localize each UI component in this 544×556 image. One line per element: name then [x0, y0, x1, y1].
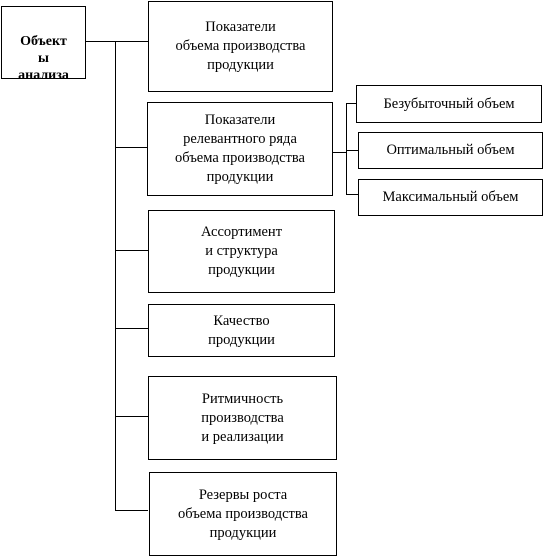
connector-cat-4	[115, 416, 148, 417]
connector-cat-5	[115, 510, 148, 511]
category-5-line-1: объема производства	[178, 505, 308, 522]
root-line-1: ы	[38, 51, 49, 66]
category-2-line-1: и структура	[205, 243, 278, 259]
category-3-line-1: продукции	[208, 331, 275, 348]
category-node-4: Ритмичность производства и реализации	[148, 376, 337, 460]
root-line-2: анализа	[18, 68, 69, 83]
root-node: Объект ы анализа	[1, 6, 86, 83]
category-4-line-1: производства	[201, 409, 284, 426]
volume-1-label: Оптимальный объем	[386, 142, 515, 158]
category-4-line-0: Ритмичность	[201, 390, 284, 407]
connector-cat-1	[115, 147, 148, 148]
connector-vol-2	[346, 194, 358, 195]
category-1-line-0: Показатели	[204, 112, 276, 128]
connector-root	[86, 41, 148, 42]
category-0-line-2: продукции	[207, 57, 274, 73]
category-node-1: Показатели релевантного ряда объема прои…	[147, 102, 333, 196]
category-node-0: Показатели объема производства продукции	[148, 1, 333, 92]
connector-vol-0	[346, 103, 356, 104]
volume-0-label: Безубыточный объем	[383, 95, 515, 112]
connector-relevant	[332, 152, 346, 153]
subtrunk-line	[346, 103, 347, 194]
connector-cat-3	[115, 328, 148, 329]
category-0-line-0: Показатели	[205, 19, 276, 35]
category-1-line-3: продукции	[206, 169, 274, 185]
category-5-line-0: Резервы роста	[198, 486, 288, 503]
connector-vol-1	[346, 150, 358, 151]
category-1-line-1: релевантного ряда	[183, 131, 297, 147]
volume-node-1: Оптимальный объем	[358, 132, 543, 169]
connector-cat-2	[115, 250, 148, 251]
category-0-line-1: объема производства	[175, 38, 306, 54]
category-4-line-2: и реализации	[201, 428, 284, 445]
category-3-line-0: Качество	[213, 312, 270, 329]
trunk-line	[115, 41, 116, 511]
category-node-2: Ассортимент и структура продукции	[148, 210, 335, 293]
category-node-5: Резервы роста объема производства продук…	[149, 472, 337, 556]
root-line-0: Объект	[20, 34, 67, 49]
category-2-line-2: продукции	[208, 262, 275, 278]
category-1-line-2: объема производства	[175, 150, 305, 166]
category-2-line-0: Ассортимент	[200, 224, 283, 240]
category-5-line-2: продукции	[209, 524, 277, 541]
volume-node-2: Максимальный объем	[358, 179, 543, 216]
volume-node-0: Безубыточный объем	[356, 85, 542, 123]
category-node-3: Качество продукции	[148, 304, 335, 357]
volume-2-label: Максимальный объем	[382, 189, 519, 205]
